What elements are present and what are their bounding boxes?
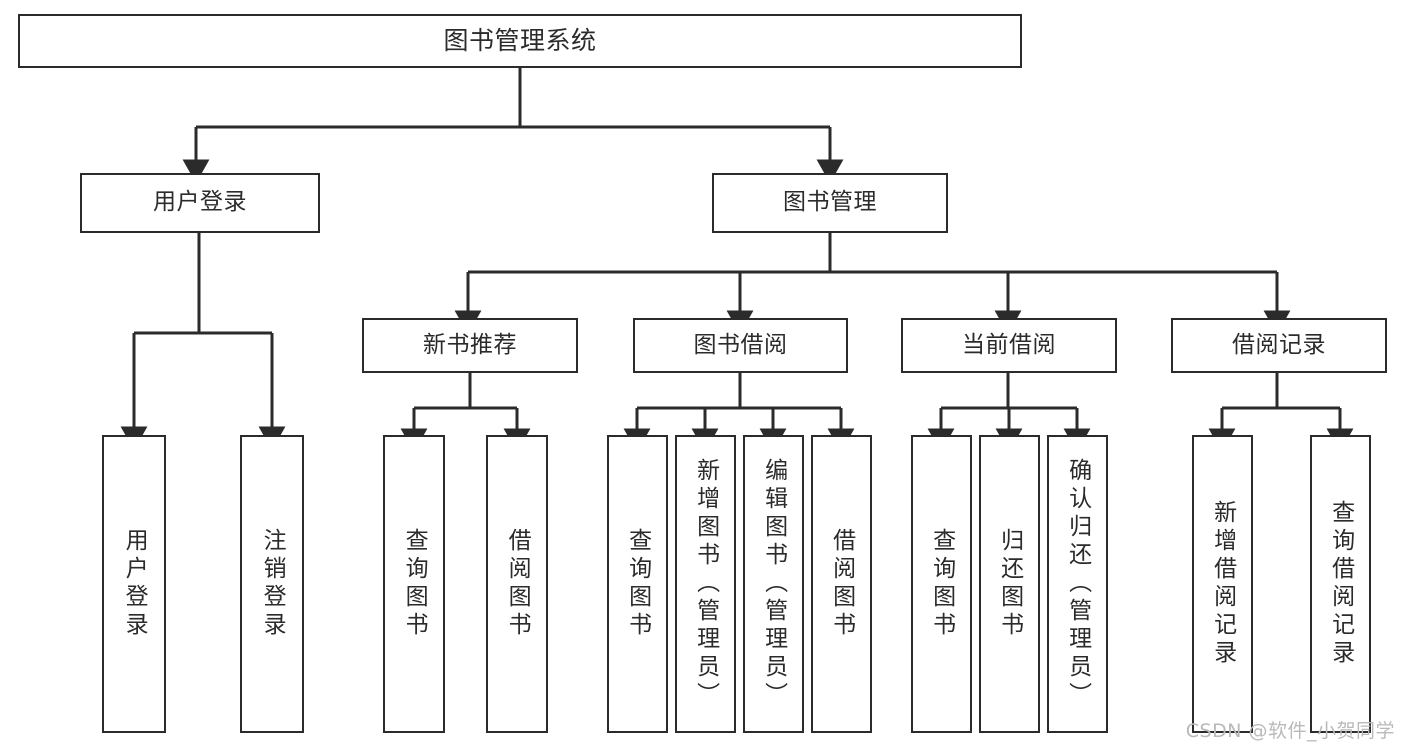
node-leaf-add-book[interactable]: 新增图书（管理员） — [675, 435, 736, 733]
node-leaf-query-book-3-label: 查询图书 — [928, 528, 955, 640]
node-root-label: 图书管理系统 — [443, 26, 597, 56]
node-leaf-edit-book[interactable]: 编辑图书（管理员） — [743, 435, 804, 733]
node-leaf-add-book-label: 新增图书（管理员） — [692, 458, 719, 710]
node-leaf-borrow-book-2-label: 借阅图书 — [828, 528, 855, 640]
watermark: CSDN @软件_小贺同学 — [1185, 720, 1395, 742]
node-leaf-confirm-return-label: 确认归还（管理员） — [1064, 458, 1091, 710]
node-leaf-return-book[interactable]: 归还图书 — [979, 435, 1040, 733]
node-leaf-query-record[interactable]: 查询借阅记录 — [1310, 435, 1371, 733]
node-borrow-record[interactable]: 借阅记录 — [1171, 318, 1387, 373]
node-leaf-borrow-book-1-label: 借阅图书 — [504, 528, 531, 640]
node-book-borrow[interactable]: 图书借阅 — [633, 318, 848, 373]
node-leaf-borrow-book-2[interactable]: 借阅图书 — [811, 435, 872, 733]
node-book-management[interactable]: 图书管理 — [712, 173, 948, 233]
node-new-book-recommend[interactable]: 新书推荐 — [362, 318, 578, 373]
node-leaf-logout-label: 注销登录 — [259, 528, 286, 640]
node-leaf-user-login-label: 用户登录 — [121, 528, 148, 640]
node-leaf-logout[interactable]: 注销登录 — [240, 435, 304, 733]
node-book-borrow-label: 图书借阅 — [693, 331, 788, 358]
node-leaf-query-book-2-label: 查询图书 — [624, 528, 651, 640]
node-leaf-add-record-label: 新增借阅记录 — [1209, 500, 1236, 668]
node-leaf-user-login[interactable]: 用户登录 — [102, 435, 166, 733]
node-leaf-query-book-3[interactable]: 查询图书 — [911, 435, 972, 733]
node-leaf-confirm-return[interactable]: 确认归还（管理员） — [1047, 435, 1108, 733]
node-leaf-query-book-1[interactable]: 查询图书 — [383, 435, 445, 733]
node-current-borrow-label: 当前借阅 — [962, 331, 1056, 358]
node-user-login-label: 用户登录 — [153, 189, 247, 216]
node-leaf-borrow-book-1[interactable]: 借阅图书 — [486, 435, 548, 733]
node-leaf-query-book-1-label: 查询图书 — [401, 528, 428, 640]
node-leaf-query-book-2[interactable]: 查询图书 — [607, 435, 668, 733]
node-borrow-record-label: 借阅记录 — [1232, 331, 1326, 358]
node-user-login[interactable]: 用户登录 — [80, 173, 320, 233]
node-new-book-recommend-label: 新书推荐 — [423, 331, 517, 358]
node-leaf-edit-book-label: 编辑图书（管理员） — [760, 458, 787, 710]
node-leaf-query-record-label: 查询借阅记录 — [1327, 500, 1354, 668]
node-leaf-add-record[interactable]: 新增借阅记录 — [1192, 435, 1253, 733]
node-root[interactable]: 图书管理系统 — [18, 14, 1022, 68]
node-leaf-return-book-label: 归还图书 — [996, 528, 1023, 640]
node-current-borrow[interactable]: 当前借阅 — [901, 318, 1117, 373]
node-book-management-label: 图书管理 — [783, 189, 877, 216]
